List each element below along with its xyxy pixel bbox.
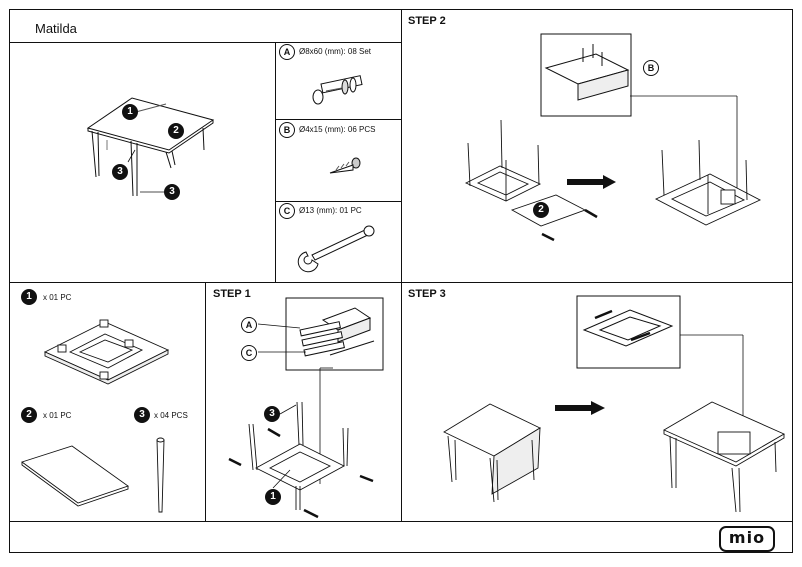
product-title: Matilda bbox=[35, 21, 77, 36]
overview-label-3a: 3 bbox=[112, 164, 128, 180]
component-1-number: 1 bbox=[21, 289, 37, 305]
part-a-spec: Ø8x60 (mm): 08 Set bbox=[299, 47, 372, 56]
component-3-number: 3 bbox=[134, 407, 150, 423]
brand-logo: mio bbox=[719, 526, 775, 552]
overview-table-illustration bbox=[86, 97, 215, 197]
step1-label-1: 1 bbox=[265, 489, 281, 505]
step2-left-illustration bbox=[464, 119, 587, 227]
overview-label-1: 1 bbox=[122, 104, 138, 120]
step2-arrow bbox=[567, 175, 616, 189]
step2-label-b: B bbox=[643, 60, 659, 76]
bolt-a-illustration bbox=[312, 75, 363, 105]
step1-detail-box bbox=[285, 297, 384, 484]
part-c-badge: C bbox=[279, 203, 295, 219]
part-a-badge: A bbox=[279, 44, 295, 60]
component-2-number: 2 bbox=[21, 407, 37, 423]
overview-label-3b: 3 bbox=[164, 184, 180, 200]
wrench-c-illustration bbox=[297, 225, 375, 273]
part-b-spec: Ø4x15 (mm): 06 PCS bbox=[299, 125, 376, 134]
step1-frame-illustration bbox=[248, 401, 349, 510]
step3-folded-table bbox=[443, 403, 541, 503]
panel-component-illustration bbox=[21, 445, 129, 507]
step2-detail-box bbox=[540, 33, 738, 192]
component-1-count: x 01 PC bbox=[43, 293, 72, 302]
step2-right-illustration bbox=[654, 139, 762, 226]
frame-component-illustration bbox=[43, 319, 170, 385]
step3-title: STEP 3 bbox=[408, 288, 446, 300]
component-2-count: x 01 PC bbox=[43, 411, 72, 420]
step2-title: STEP 2 bbox=[408, 15, 446, 27]
part-b-badge: B bbox=[279, 122, 295, 138]
component-3-count: x 04 PCS bbox=[154, 411, 188, 420]
overview-label-2: 2 bbox=[168, 123, 184, 139]
step1-label-3: 3 bbox=[264, 406, 280, 422]
step3-open-table bbox=[663, 401, 785, 513]
leg-component-illustration bbox=[156, 437, 165, 513]
step1-label-a: A bbox=[241, 317, 257, 333]
step1-title: STEP 1 bbox=[213, 288, 251, 300]
step3-arrow bbox=[555, 401, 605, 415]
step3-detail-box bbox=[576, 295, 744, 432]
step2-label-2: 2 bbox=[533, 202, 549, 218]
step1-label-c: C bbox=[241, 345, 257, 361]
screw-b-illustration bbox=[329, 157, 361, 174]
part-c-spec: Ø13 (mm): 01 PC bbox=[299, 206, 362, 215]
